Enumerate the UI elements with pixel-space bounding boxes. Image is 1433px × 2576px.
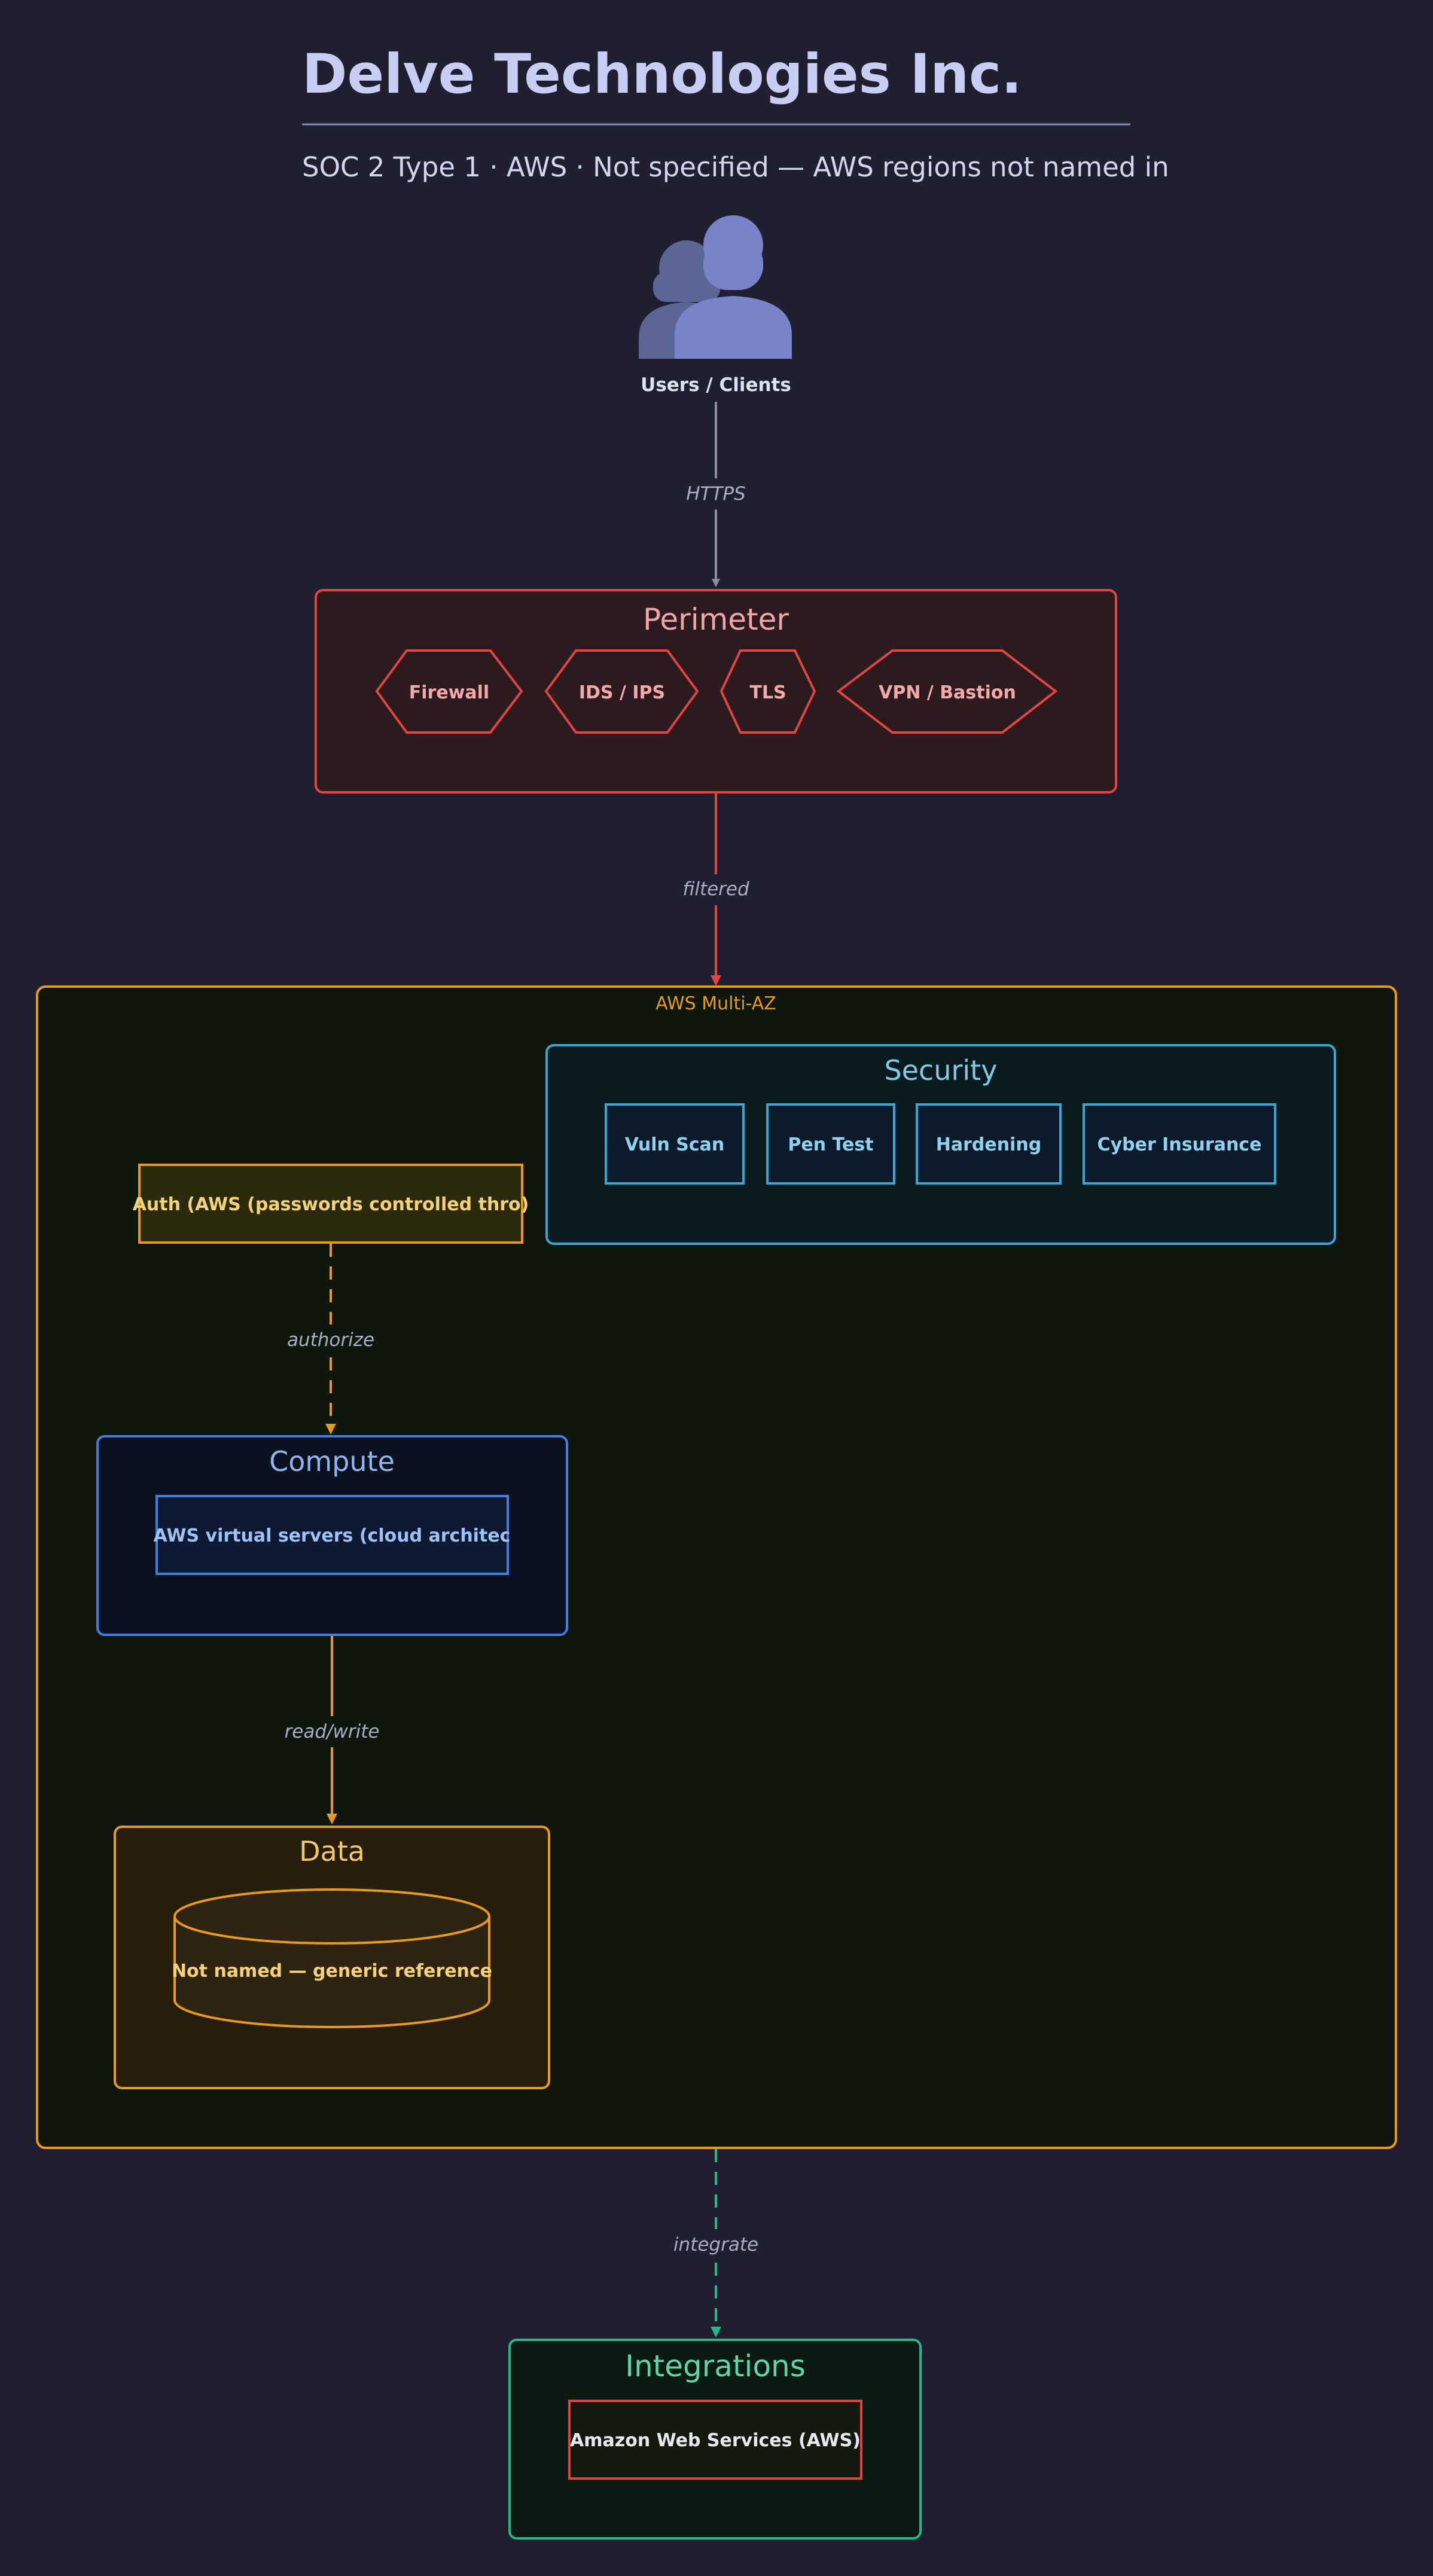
svg-text:TLS: TLS xyxy=(749,682,786,703)
integrations-group: Integrations Amazon Web Services (AWS) xyxy=(508,2339,922,2540)
edge-read-write-label-bg xyxy=(286,1716,378,1747)
integrations-title: Integrations xyxy=(625,2349,806,2383)
page-title: Delve Technologies Inc. xyxy=(302,43,1022,106)
svg-text:VPN / Bastion: VPN / Bastion xyxy=(879,682,1016,703)
compute-aws-virtual-servers: AWS virtual servers (cloud architec xyxy=(154,1495,511,1575)
aws-multi-az-label: AWS Multi-AZ xyxy=(655,993,776,1014)
svg-text:IDS / IPS: IDS / IPS xyxy=(579,682,665,703)
auth-label: Auth (AWS (passwords controlled thro) xyxy=(133,1194,529,1215)
edge-authorize-label-bg xyxy=(286,1324,376,1356)
security-title: Security xyxy=(885,1054,998,1086)
svg-text:Amazon Web Services (AWS): Amazon Web Services (AWS) xyxy=(570,2430,861,2451)
perimeter-title: Perimeter xyxy=(643,602,789,637)
integration-aws: Amazon Web Services (AWS) xyxy=(568,2400,862,2480)
svg-text:Pen Test: Pen Test xyxy=(788,1134,873,1155)
data-group: Data Not named — generic reference xyxy=(114,1826,550,2089)
perimeter-group: Perimeter Firewall IDS / IPS TLS VPN / B… xyxy=(315,589,1117,793)
edge-read-write-label: read/write xyxy=(285,1721,380,1742)
perimeter-vpn-bastion: VPN / Bastion xyxy=(836,649,1058,734)
edge-integrate-label-bg xyxy=(672,2229,760,2260)
perimeter-firewall: Firewall xyxy=(375,649,523,734)
security-hardening: Hardening xyxy=(916,1103,1062,1185)
data-title: Data xyxy=(299,1835,365,1867)
data-item-label: Not named — generic reference xyxy=(172,1961,492,1982)
edge-integrate-label: integrate xyxy=(673,2234,758,2255)
security-pen-test: Pen Test xyxy=(766,1103,895,1185)
auth-box: Auth (AWS (passwords controlled thro) xyxy=(133,1164,529,1244)
users-label: Users / Clients xyxy=(641,374,791,396)
edge-authorize-label: authorize xyxy=(287,1329,374,1351)
compute-group: Compute AWS virtual servers (cloud archi… xyxy=(96,1435,568,1636)
security-cyber-insurance: Cyber Insurance xyxy=(1083,1103,1276,1185)
security-group: Security Vuln Scan Pen Test Hardening Cy… xyxy=(545,1044,1336,1245)
svg-text:Firewall: Firewall xyxy=(409,682,489,703)
security-vuln-scan: Vuln Scan xyxy=(605,1103,745,1185)
svg-text:Vuln Scan: Vuln Scan xyxy=(625,1134,725,1155)
edge-filtered-label: filtered xyxy=(682,878,749,900)
edge-https-label-bg xyxy=(683,478,749,509)
compute-title: Compute xyxy=(269,1445,395,1478)
svg-text:Cyber Insurance: Cyber Insurance xyxy=(1097,1134,1262,1155)
edge-https-label: HTTPS xyxy=(686,483,746,505)
database-icon xyxy=(173,1888,490,2028)
page-subtitle: SOC 2 Type 1 · AWS · Not specified — AWS… xyxy=(302,151,1169,183)
users-icon xyxy=(639,215,792,359)
perimeter-ids-ips: IDS / IPS xyxy=(544,649,699,734)
edge-filtered-label-bg xyxy=(681,874,752,905)
svg-text:Hardening: Hardening xyxy=(936,1134,1041,1155)
perimeter-tls: TLS xyxy=(719,649,816,734)
svg-text:AWS virtual servers (cloud arc: AWS virtual servers (cloud architec xyxy=(154,1525,511,1546)
